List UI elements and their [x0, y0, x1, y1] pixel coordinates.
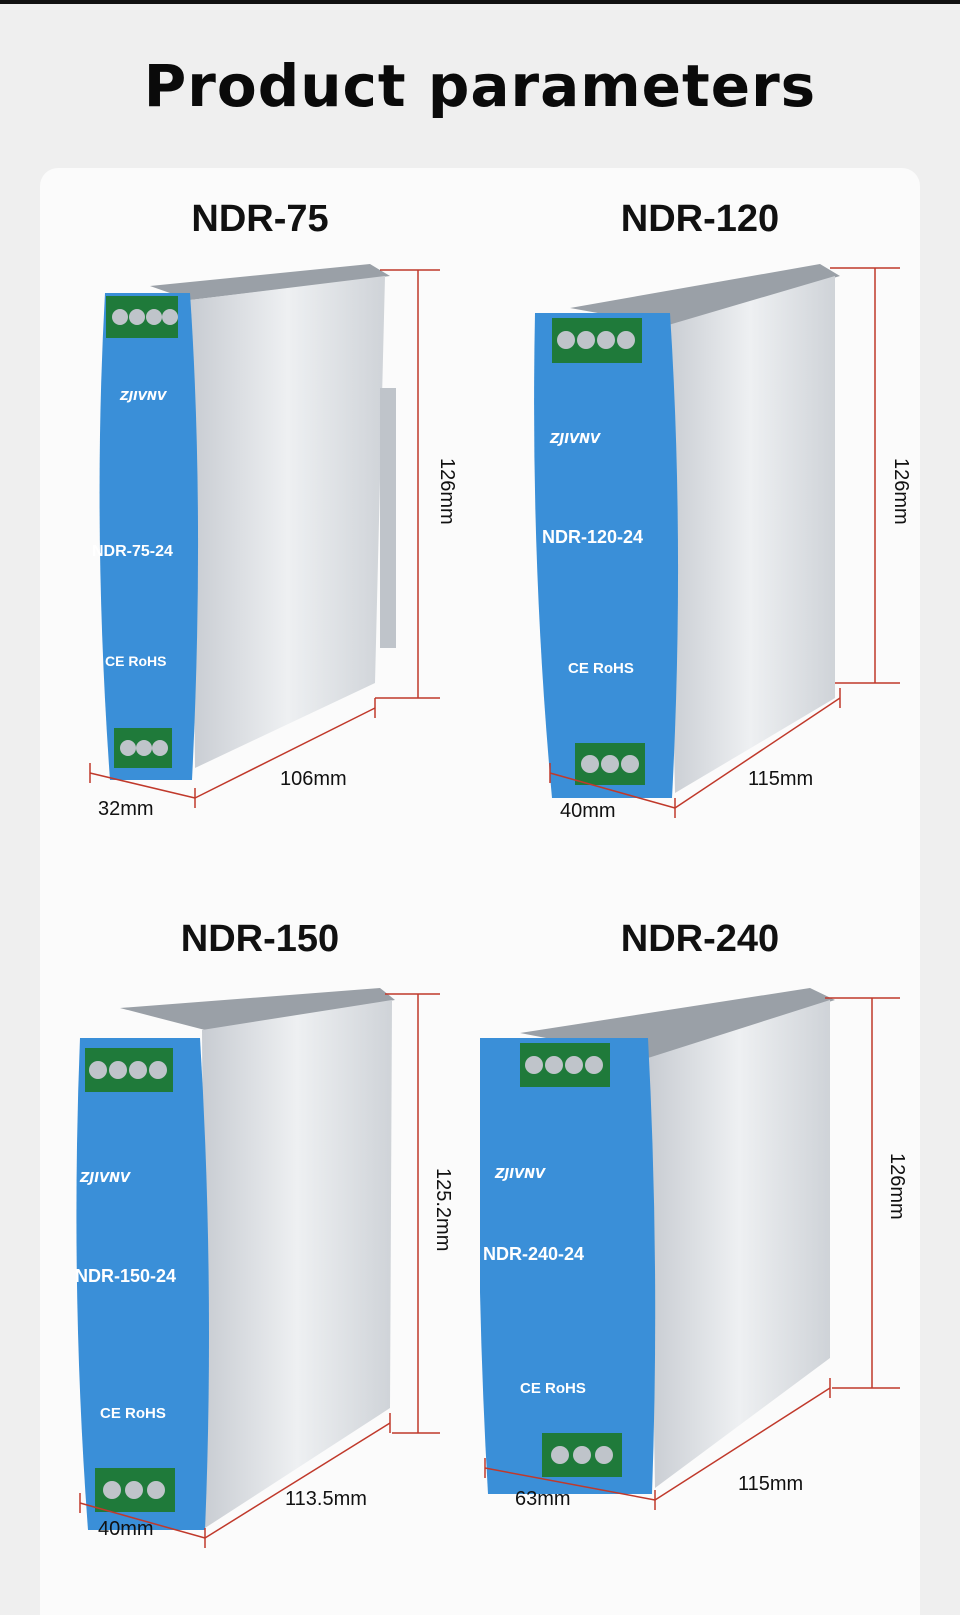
- svg-text:NDR-150-24: NDR-150-24: [75, 1266, 176, 1286]
- width-dimension: 63mm: [515, 1488, 571, 1510]
- product-ndr-240: NDR-240 ZJIVNV NDR-240-24 CE RoHS 126mm …: [480, 888, 920, 1608]
- product-ndr-75: NDR-75 ZJIVNV NDR-75-24 CE RoHS: [40, 168, 480, 888]
- model-title: NDR-240: [620, 918, 780, 960]
- svg-text:ZJIVNV: ZJIVNV: [549, 432, 601, 447]
- ndr-240-illustration: ZJIVNV NDR-240-24 CE RoHS: [480, 988, 900, 1510]
- svg-text:NDR-75-24: NDR-75-24: [92, 543, 173, 560]
- top-border: [0, 0, 960, 4]
- svg-text:CE RoHS: CE RoHS: [100, 1405, 166, 1422]
- model-title: NDR-120: [620, 198, 780, 240]
- ndr-75-illustration: ZJIVNV NDR-75-24 CE RoHS: [89, 264, 440, 808]
- height-dimension: 126mm: [436, 458, 458, 525]
- svg-text:CE RoHS: CE RoHS: [568, 660, 634, 677]
- width-dimension: 32mm: [98, 798, 154, 820]
- svg-text:ZJIVNV: ZJIVNV: [119, 389, 168, 403]
- model-title: NDR-150: [180, 918, 340, 960]
- svg-text:NDR-120-24: NDR-120-24: [542, 527, 643, 547]
- page-title: Product parameters: [143, 52, 817, 120]
- product-ndr-120: NDR-120 ZJIVNV NDR-120-24 CE RoHS 126mm …: [480, 168, 920, 888]
- model-title: NDR-75: [191, 198, 329, 240]
- height-dimension: 125.2mm: [432, 1168, 454, 1252]
- ndr-150-illustration: ZJIVNV NDR-150-24 CE RoHS: [75, 988, 440, 1548]
- svg-text:CE RoHS: CE RoHS: [520, 1380, 586, 1397]
- height-dimension: 126mm: [890, 458, 912, 525]
- svg-text:ZJIVNV: ZJIVNV: [79, 1171, 131, 1186]
- ndr-120-illustration: ZJIVNV NDR-120-24 CE RoHS: [534, 264, 900, 818]
- svg-text:NDR-240-24: NDR-240-24: [483, 1244, 584, 1264]
- width-dimension: 40mm: [560, 800, 616, 822]
- depth-dimension: 106mm: [280, 768, 347, 790]
- depth-dimension: 115mm: [748, 768, 814, 790]
- depth-dimension: 113.5mm: [285, 1488, 367, 1510]
- product-ndr-150: NDR-150 ZJIVNV NDR-150-24 CE RoHS 125.2m…: [40, 888, 480, 1608]
- svg-text:CE RoHS: CE RoHS: [105, 653, 166, 669]
- height-dimension: 126mm: [886, 1153, 908, 1220]
- svg-text:ZJIVNV: ZJIVNV: [494, 1167, 546, 1182]
- depth-dimension: 115mm: [738, 1473, 804, 1495]
- product-card: NDR-75 ZJIVNV NDR-75-24 CE RoHS: [40, 168, 920, 1615]
- width-dimension: 40mm: [98, 1518, 154, 1540]
